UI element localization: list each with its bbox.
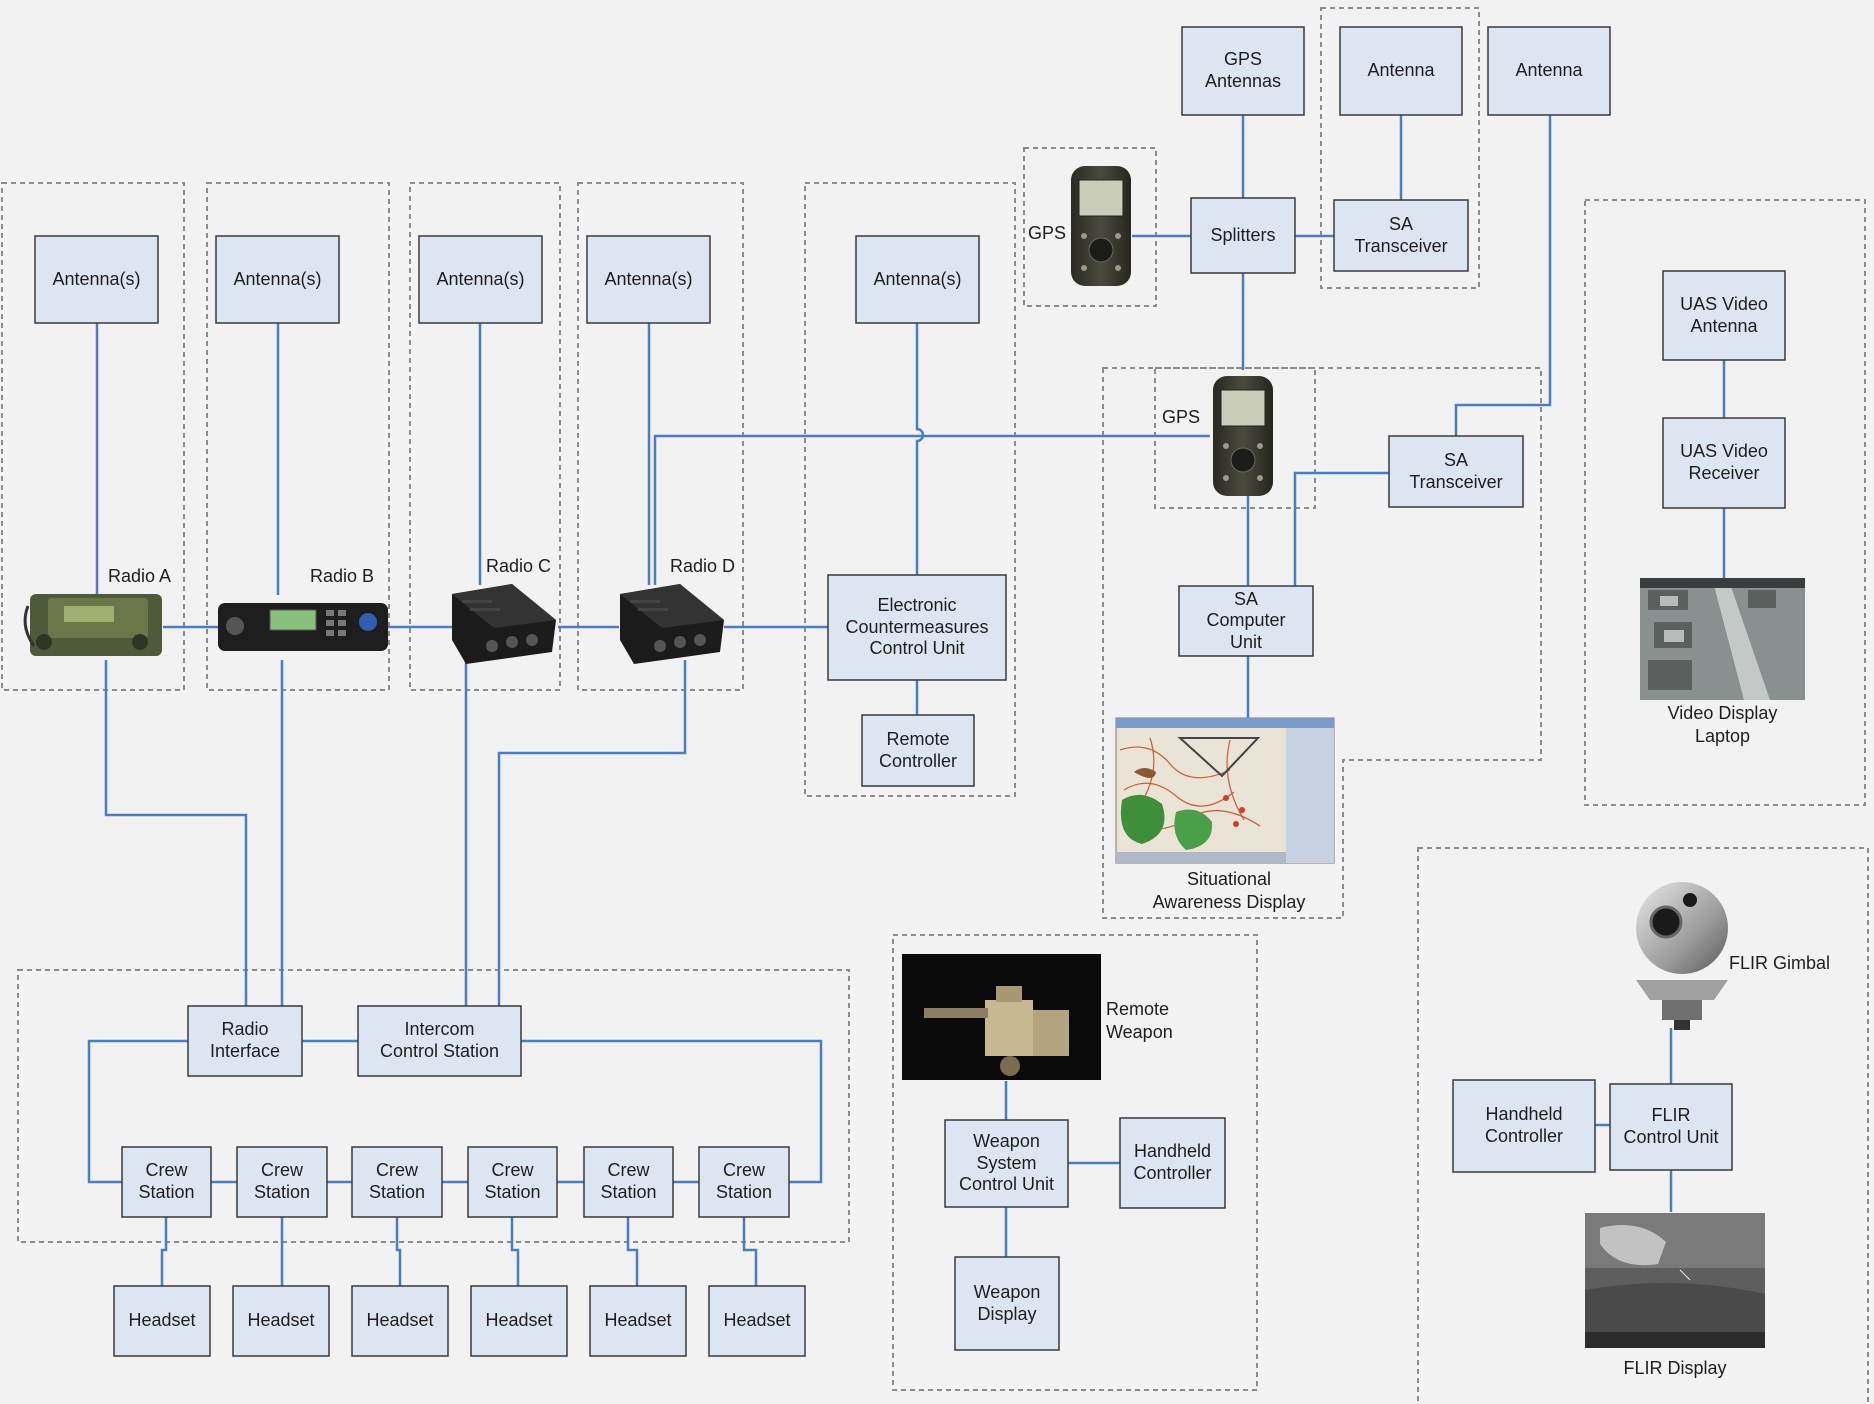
crew-station-box[interactable]: Crew Station (484, 1160, 541, 1202)
handheld-controller-box[interactable]: Handheld Controller (1484, 1104, 1564, 1146)
group-intercom (17, 969, 850, 1243)
group-uas-video (1584, 199, 1866, 806)
manpack-radio-icon (23, 594, 162, 656)
radio-b-label: Radio B (310, 566, 375, 586)
gps-label: GPS (1028, 223, 1067, 243)
crew-station-box[interactable]: Crew Station (600, 1160, 657, 1202)
weapon-system-control-unit-box[interactable]: Weapon System Control Unit (958, 1131, 1055, 1195)
antenna-box-radio-c[interactable]: Antenna(s) (436, 268, 525, 289)
group-flir (1417, 847, 1869, 1404)
antenna-box-radio-d[interactable]: Antenna(s) (604, 268, 693, 289)
group-radio-b (206, 182, 390, 691)
sa-transceiver-box[interactable]: SA Transceiver (1354, 213, 1448, 256)
remote-controller-box[interactable]: Remote Controller (878, 728, 958, 771)
sa-transceiver-box[interactable]: SA Transceiver (1409, 449, 1503, 492)
box-shapes (34, 26, 1786, 1357)
flir-thermal-display-icon (1585, 1213, 1765, 1348)
group-ecm (804, 182, 1016, 797)
handheld-gps-icon (1213, 376, 1273, 496)
gps-label: GPS (1162, 407, 1201, 427)
group-remote-weapon (892, 934, 1258, 1391)
group-borders (1, 7, 1869, 1404)
crew-station-box[interactable]: Crew Station (715, 1160, 773, 1202)
vehicle-radio-icon (218, 603, 388, 651)
flir-control-unit-box[interactable]: FLIR Control Unit (1623, 1105, 1719, 1147)
headset-box[interactable]: Headset (247, 1310, 315, 1331)
headset-box[interactable]: Headset (366, 1310, 434, 1331)
intercom-control-station-box[interactable]: Intercom Control Station (379, 1019, 500, 1061)
headset-box[interactable]: Headset (485, 1310, 553, 1331)
weapon-display-box[interactable]: Weapon Display (973, 1281, 1041, 1324)
gps-antennas-box[interactable]: GPS Antennas (1204, 49, 1282, 91)
remote-weapon-label: Remote Weapon (1106, 999, 1173, 1043)
situational-awareness-map-icon (1115, 717, 1335, 864)
group-radio-c (409, 182, 561, 691)
flir-gimbal-camera-icon (1636, 882, 1728, 1030)
radio-a-label: Radio A (108, 566, 172, 586)
headset-box[interactable]: Headset (128, 1310, 196, 1331)
group-gps-mid (1154, 367, 1316, 509)
handheld-gps-icon (1071, 166, 1131, 286)
flir-display-label: FLIR Display (1623, 1358, 1727, 1378)
flir-gimbal-label: FLIR Gimbal (1729, 953, 1831, 973)
group-gps-top (1023, 147, 1157, 307)
radio-transceiver-icon (620, 584, 724, 664)
uas-aerial-video-icon (1640, 578, 1805, 700)
antenna-box[interactable]: Antenna (1367, 60, 1435, 81)
crew-station-box[interactable]: Crew Station (138, 1160, 195, 1202)
antenna-box-ecm[interactable]: Antenna(s) (873, 268, 962, 289)
antenna-box[interactable]: Antenna (1515, 60, 1583, 81)
antenna-box-radio-b[interactable]: Antenna(s) (233, 268, 322, 289)
splitters-box[interactable]: Splitters (1210, 224, 1276, 245)
uas-video-receiver-box[interactable]: UAS Video Receiver (1680, 441, 1768, 483)
remote-weapon-station-icon (902, 954, 1101, 1080)
sa-computer-unit-box[interactable]: SA Computer Unit (1206, 588, 1286, 652)
crew-station-box[interactable]: Crew Station (253, 1160, 311, 1202)
video-display-laptop-label: Video Display Laptop (1667, 703, 1778, 747)
radio-interface-box[interactable]: Radio Interface (209, 1019, 281, 1061)
headset-box[interactable]: Headset (604, 1310, 672, 1331)
handheld-controller-box[interactable]: Handheld Controller (1133, 1141, 1212, 1183)
connector-lines (87, 115, 1726, 1286)
antenna-box-radio-a[interactable]: Antenna(s) (52, 268, 141, 289)
radio-transceiver-icon (452, 584, 556, 664)
crew-station-box[interactable]: Crew Station (368, 1160, 426, 1202)
uas-video-antenna-box[interactable]: UAS Video Antenna (1680, 293, 1768, 336)
situational-awareness-display-label: Situational Awareness Display (1152, 869, 1306, 913)
ecm-control-unit-box[interactable]: Electronic Countermeasures Control Unit (845, 595, 989, 659)
radio-c-label: Radio C (486, 556, 552, 576)
group-situational-awareness (1102, 367, 1542, 919)
group-radio-a (1, 182, 185, 691)
group-sa-transceiver-top (1320, 7, 1480, 289)
radio-d-label: Radio D (670, 556, 736, 576)
headset-box[interactable]: Headset (723, 1310, 791, 1331)
